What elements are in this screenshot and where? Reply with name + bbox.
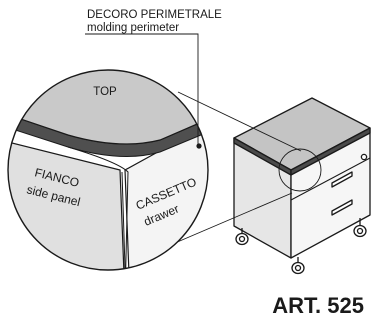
pedestal-castor-left: [235, 228, 249, 246]
detail-circle-outline: [7, 69, 209, 271]
zoom-line-lower: [174, 192, 293, 244]
pedestal-castor-front: [291, 257, 305, 275]
zoom-line-upper: [177, 91, 302, 152]
pedestal-drawer-divider: [290, 157, 371, 201]
callout-line-1: DECORO PERIMETRALE: [87, 9, 222, 21]
callout-leader-line: [85, 33, 199, 146]
label-top: TOP: [93, 86, 117, 98]
pedestal-handle-upper: [331, 171, 353, 188]
pedestal-handle-lower: [331, 199, 353, 216]
article-number: ART. 525: [272, 293, 364, 318]
pedestal-lock: [360, 153, 368, 161]
pedestal-castor-right: [353, 218, 367, 238]
callout-line-2: molding perimeter: [87, 22, 179, 34]
zoom-connector: [174, 91, 322, 244]
pedestal-top-edge-front: [290, 127, 371, 176]
pedestal-drawing: [233, 97, 371, 275]
molding-marker-dot: [196, 143, 202, 149]
zoom-small-circle: [278, 148, 322, 192]
